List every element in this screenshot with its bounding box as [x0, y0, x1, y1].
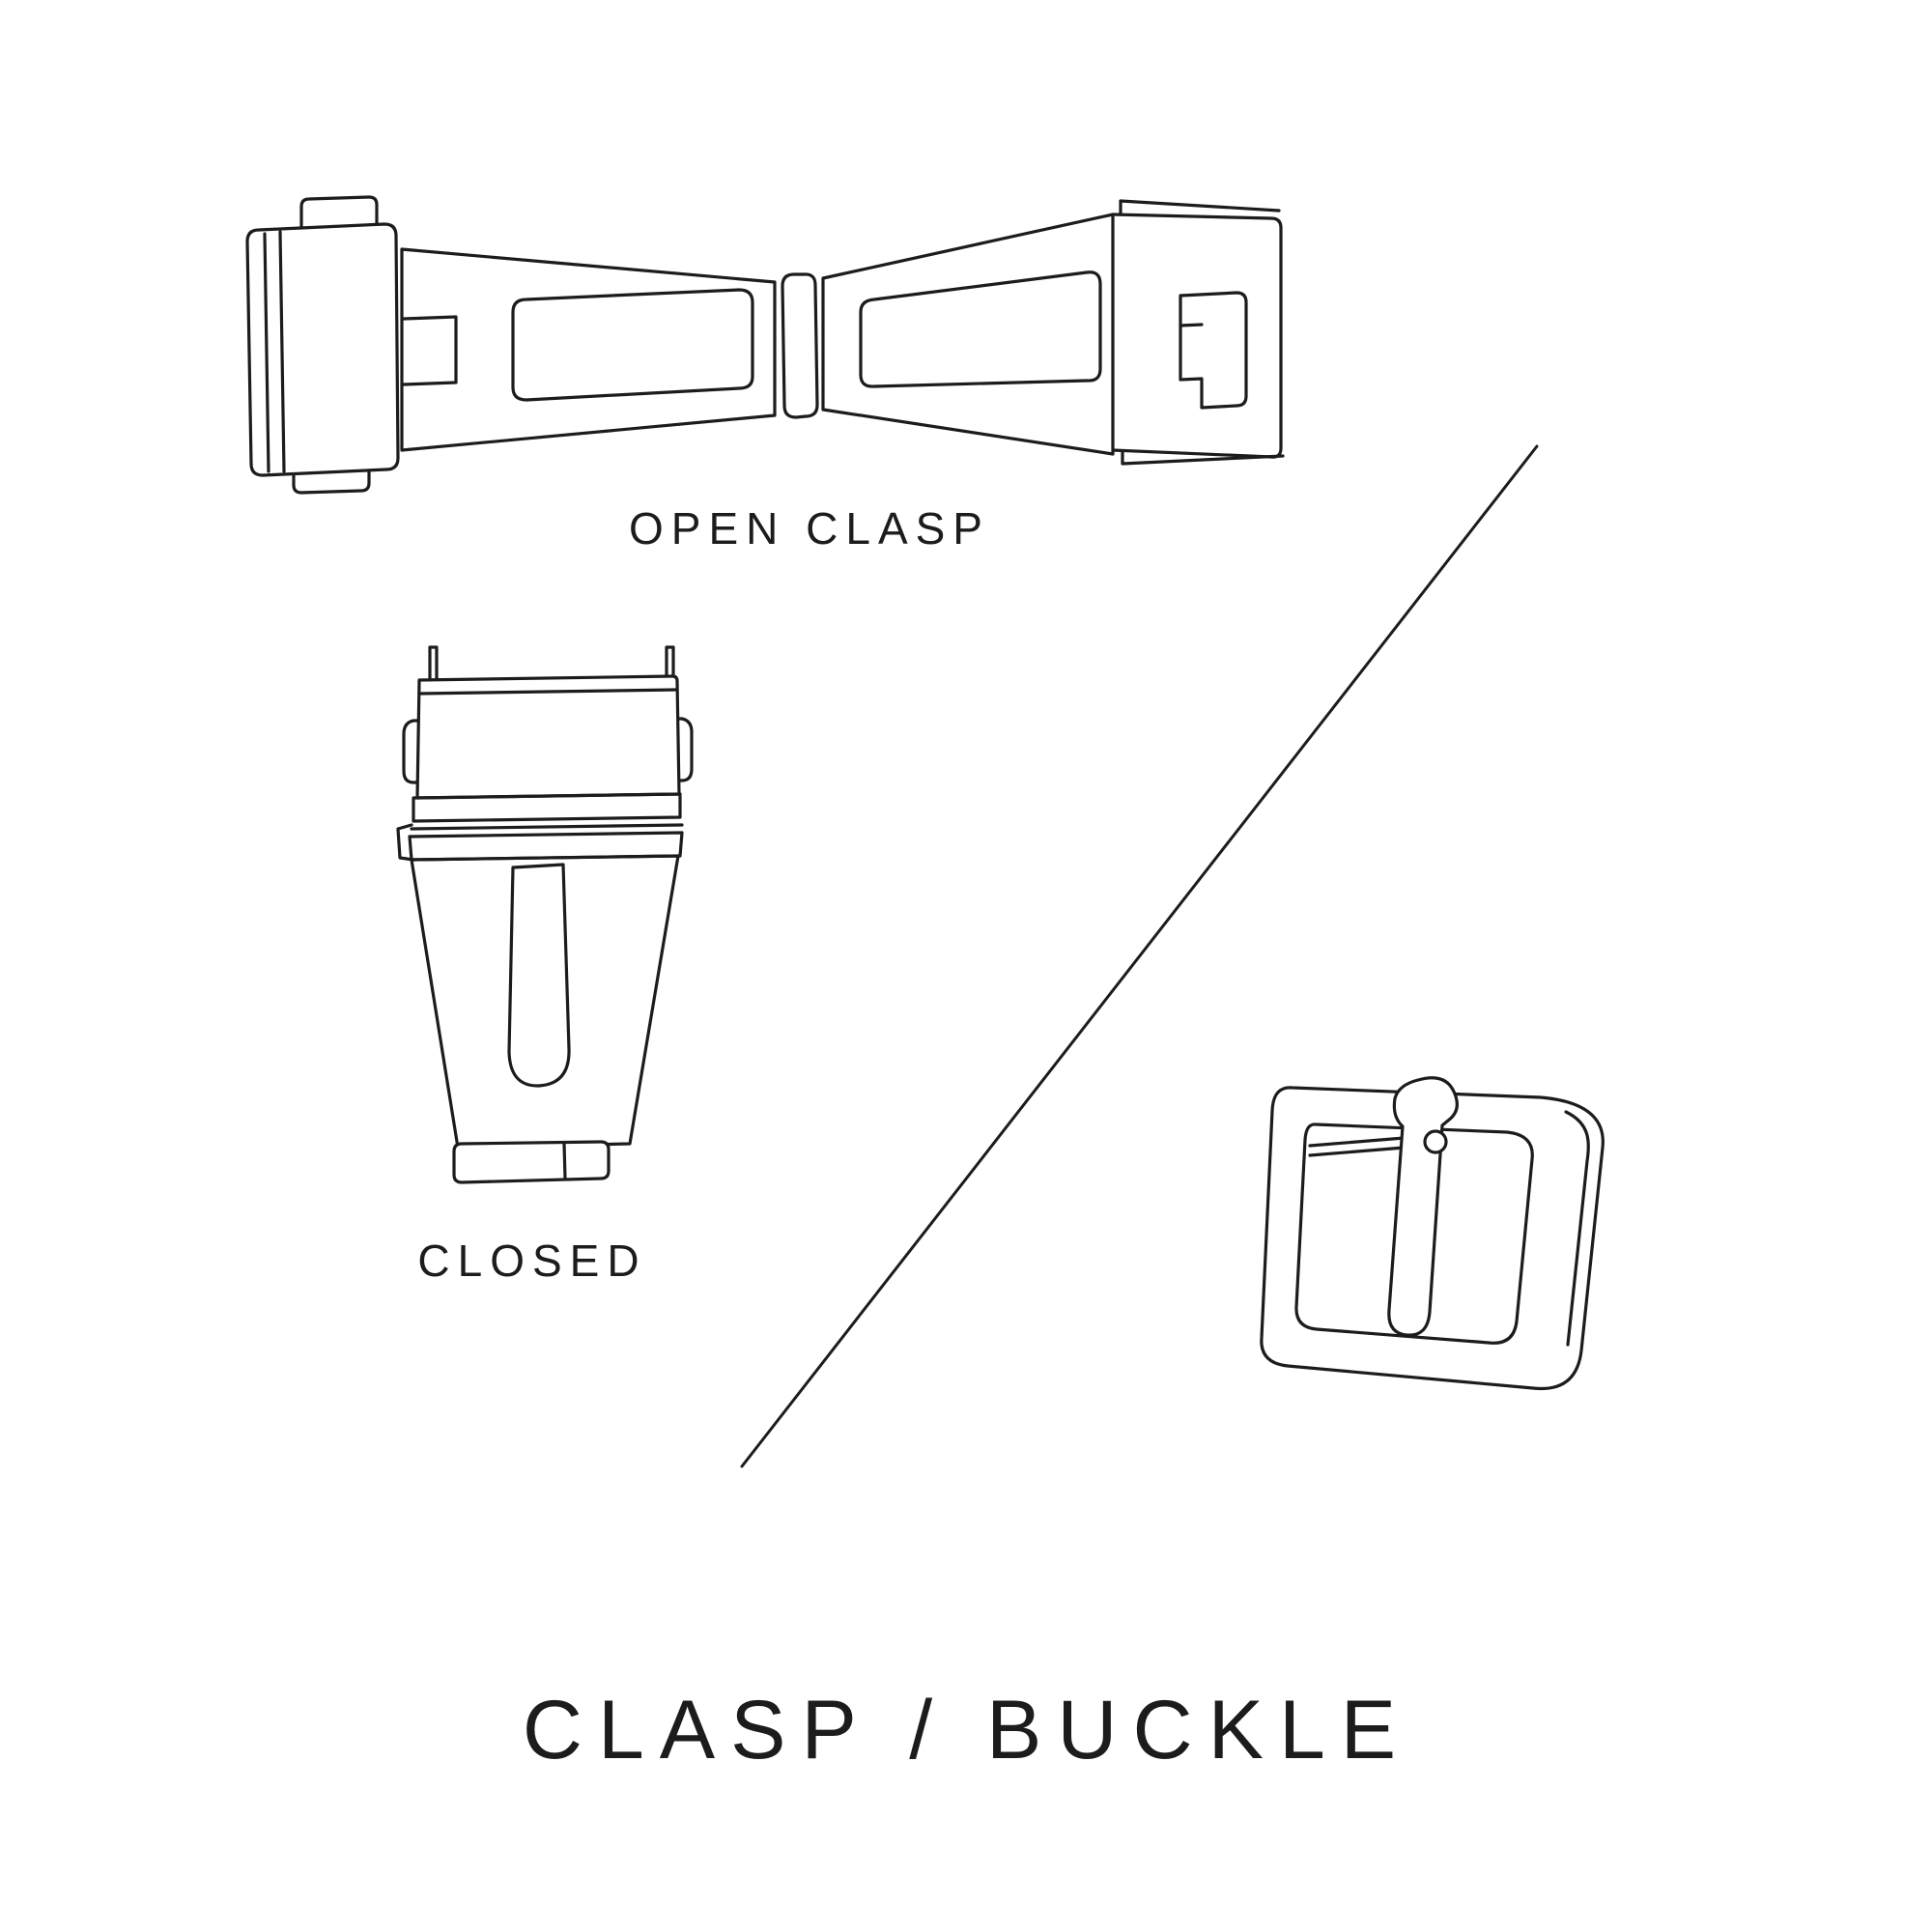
open-clasp-left-arm-inner	[511, 288, 754, 402]
closed-clasp-band-1	[412, 792, 682, 823]
buckle-right-contour	[1564, 1110, 1590, 1347]
closed-clasp-slot	[507, 863, 571, 1088]
page-title: CLASP / BUCKLE	[522, 1684, 1412, 1776]
closed-clasp-foot	[452, 1140, 611, 1184]
closed-clasp-drawing	[396, 645, 694, 1184]
open-clasp-right-arm	[821, 213, 1115, 456]
closed-clasp-body	[410, 854, 680, 1150]
closed-clasp-left-prong	[428, 645, 439, 682]
open-clasp-left-endpiece	[245, 222, 400, 477]
buckle-prong	[1387, 1076, 1459, 1337]
closed-clasp-top-box	[415, 674, 681, 800]
open-clasp-bottom-tab	[292, 466, 371, 495]
open-clasp-label: OPEN CLASP	[629, 503, 990, 554]
closed-clasp-right-prong	[665, 645, 675, 682]
open-clasp-right-arm-inner	[859, 270, 1102, 388]
buckle-frame-inner	[1294, 1122, 1534, 1345]
closed-clasp-band-2	[408, 831, 684, 862]
open-clasp-right-endpiece	[1111, 213, 1283, 459]
open-clasp-drawing	[245, 195, 1285, 495]
buckle-pin-loop	[1423, 1129, 1448, 1154]
open-clasp-left-arm	[400, 247, 777, 452]
open-clasp-catch	[1179, 291, 1248, 410]
closed-clasp-left-ear	[402, 719, 421, 784]
diagonal-divider-line	[740, 444, 1539, 1468]
open-clasp-top-tab	[299, 195, 379, 230]
open-clasp-left-notch	[402, 315, 458, 386]
closed-clasp-left-facet	[396, 823, 415, 862]
open-clasp-hinge	[781, 272, 819, 419]
closed-clasp-right-ear	[674, 717, 694, 782]
buckle-frame-outer	[1260, 1086, 1605, 1391]
buckle-drawing	[1260, 1076, 1605, 1391]
closed-clasp-label: CLOSED	[417, 1236, 647, 1286]
